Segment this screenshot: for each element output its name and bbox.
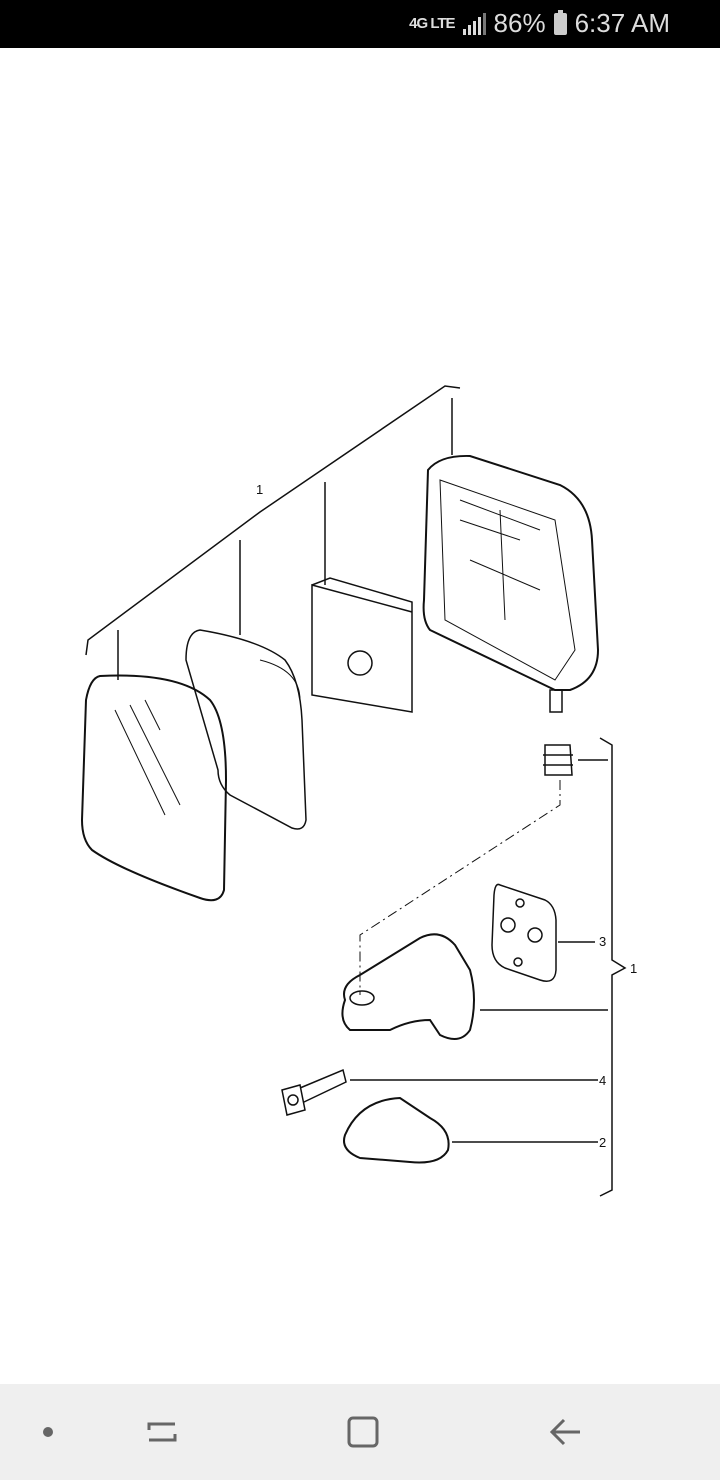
mirror-cover: [343, 1096, 450, 1164]
clock: 6:37 AM: [574, 8, 670, 38]
recent-apps-icon[interactable]: [142, 1412, 182, 1452]
adjuster-plate: [311, 577, 413, 713]
dot-icon[interactable]: [28, 1412, 68, 1452]
battery-percent: 86%: [493, 8, 546, 38]
back-icon[interactable]: [545, 1412, 585, 1452]
callout-2: 2: [599, 1135, 606, 1150]
callout-3: 3: [599, 934, 606, 949]
home-icon[interactable]: [343, 1412, 383, 1452]
mirror-base: [341, 933, 475, 1040]
network-type: 4G LTE: [409, 15, 455, 32]
callout-4: 4: [599, 1073, 606, 1088]
spring: [543, 744, 573, 776]
callout-1-top: 1: [256, 482, 263, 497]
screw: [281, 1068, 347, 1116]
assembly-bracket-right: [599, 737, 627, 1197]
mirror-glass: [80, 674, 228, 902]
navigation-bar: [0, 1384, 720, 1480]
signal-icon: [462, 12, 486, 35]
mirror-housing: [422, 454, 600, 691]
assembly-bracket-top: [85, 385, 461, 656]
callout-1-right: 1: [630, 961, 637, 976]
parts-diagram: 1 1 3 4 2: [80, 385, 637, 1197]
gasket: [491, 883, 557, 982]
battery-icon: [553, 9, 567, 35]
mirror-backing-plate: [185, 629, 307, 830]
status-bar: 4G LTE 86% 6:37 AM: [0, 0, 720, 48]
